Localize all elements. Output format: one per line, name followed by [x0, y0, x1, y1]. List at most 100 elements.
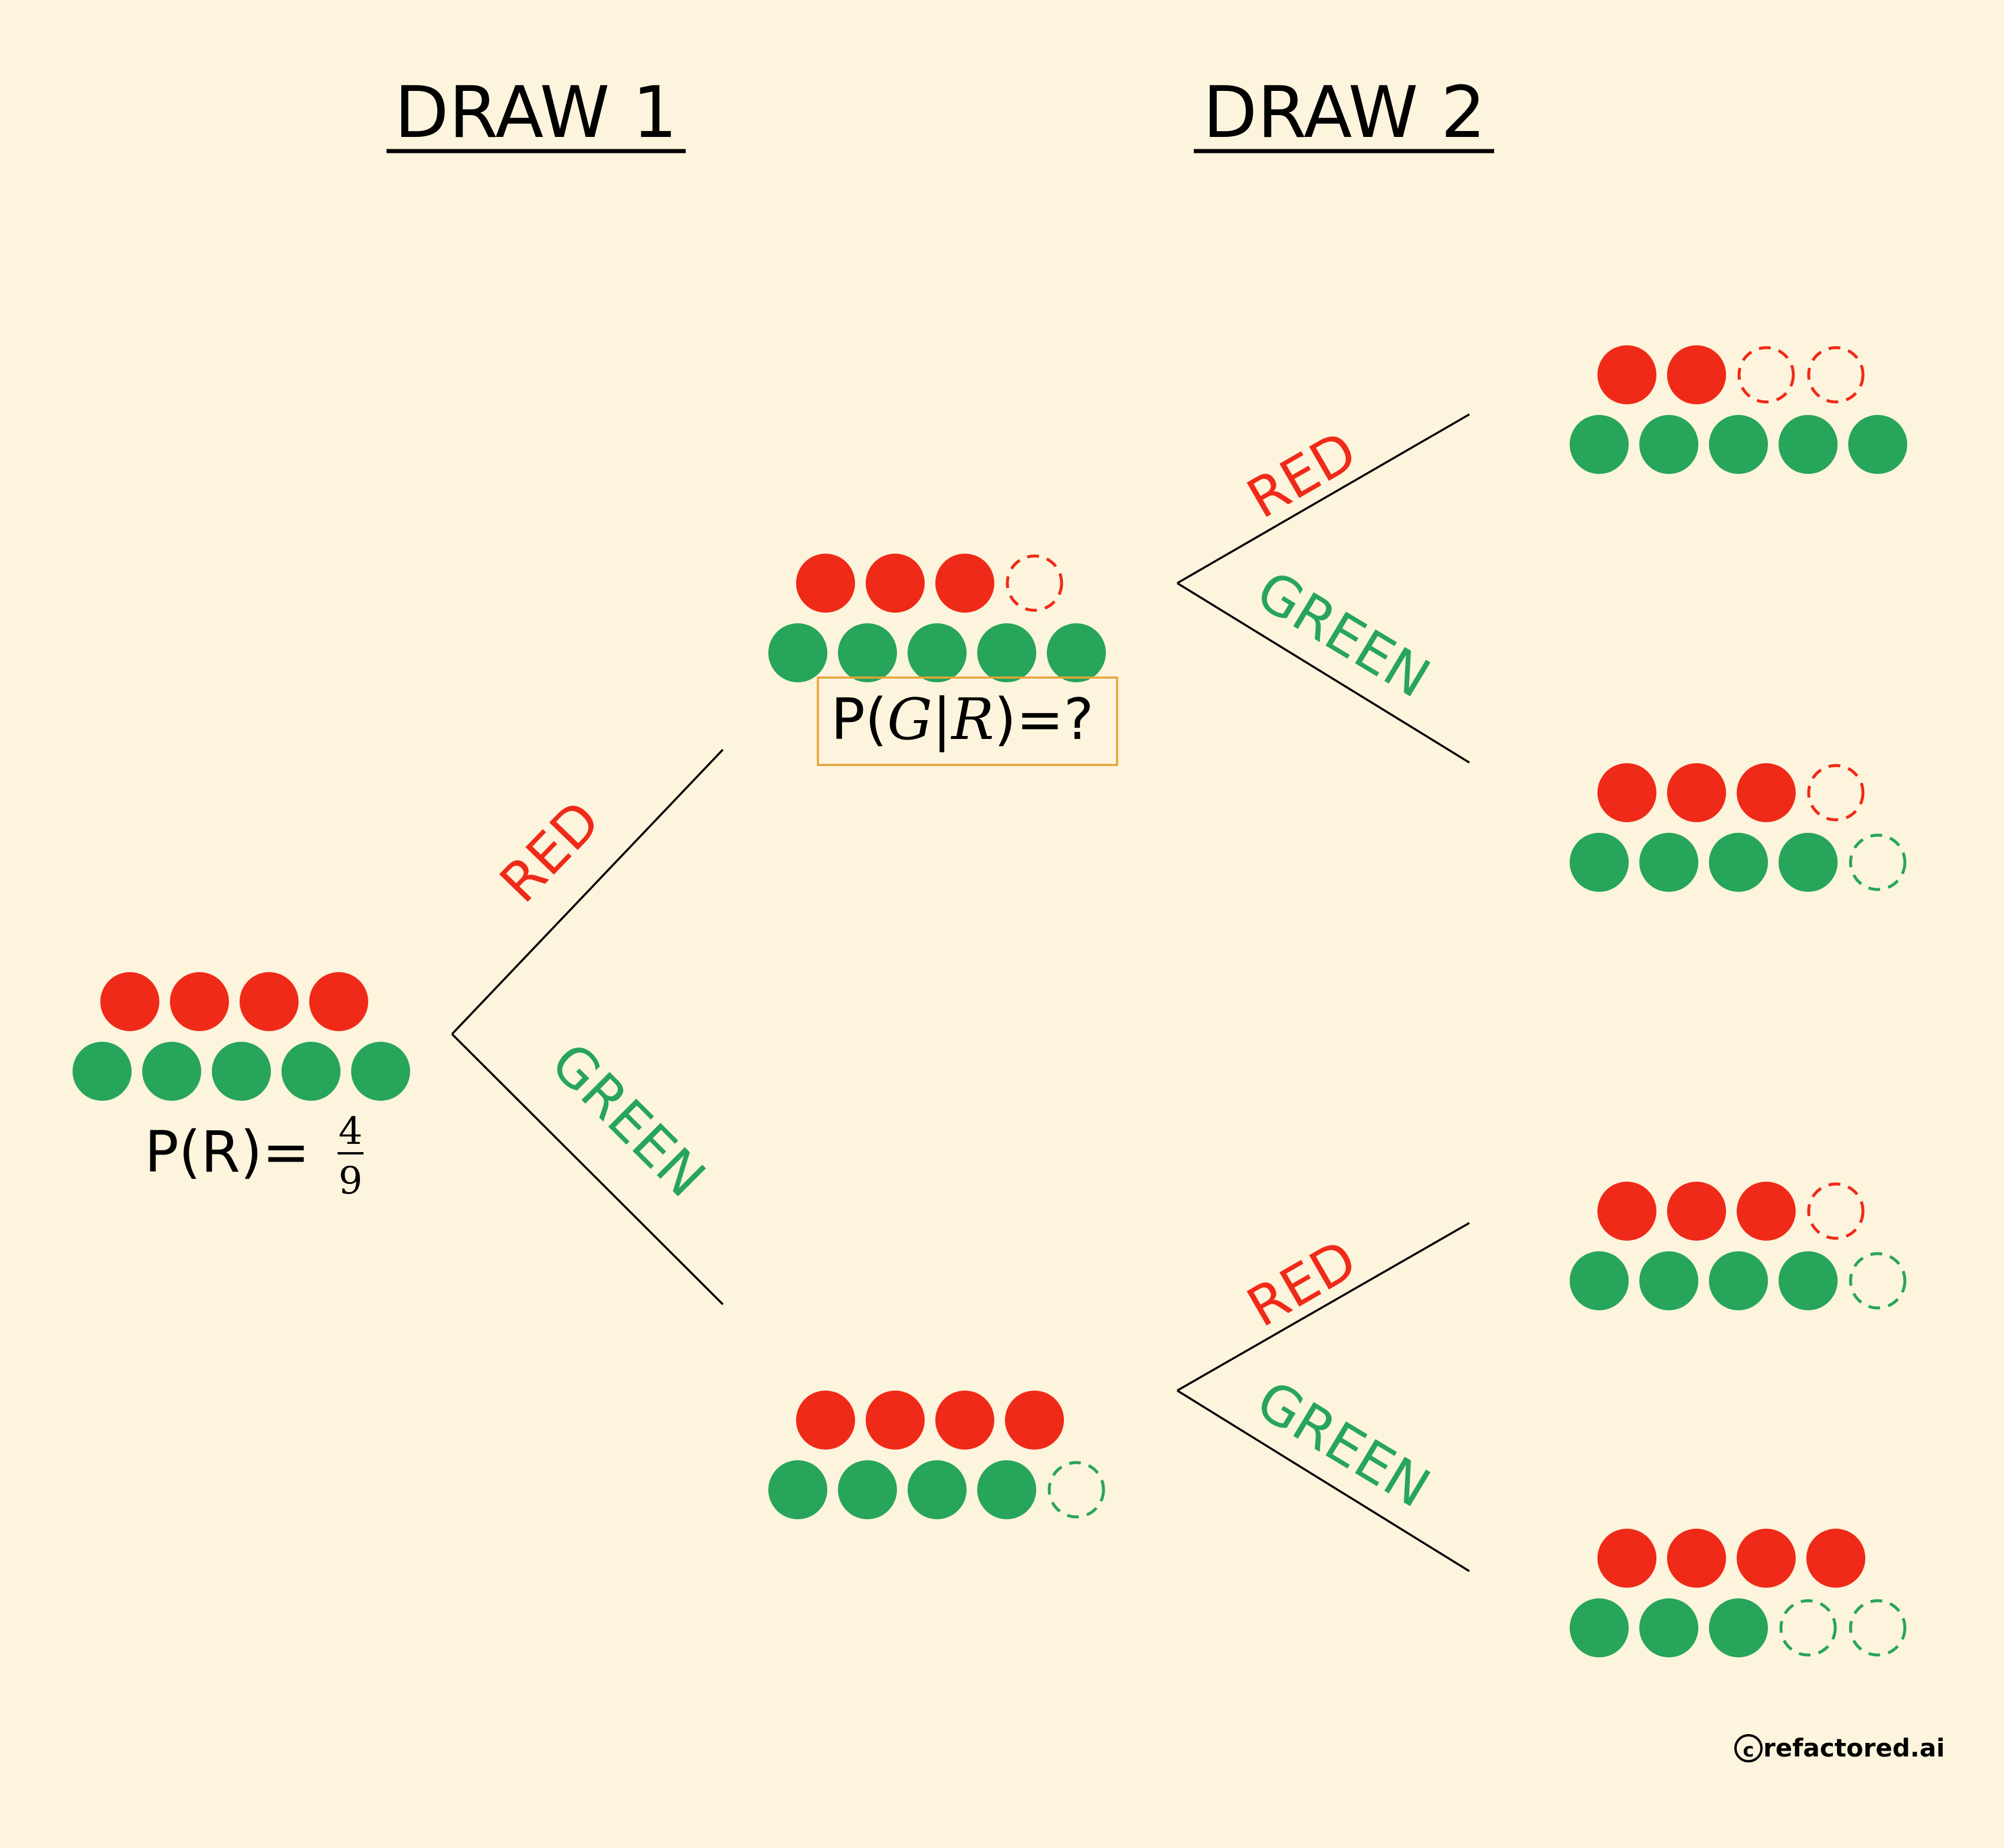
root-probability: P(R)= 4 9 [145, 1110, 364, 1203]
conditional-bar: | [932, 686, 951, 753]
urn-red-red [1570, 345, 1907, 474]
green-ball [1639, 1598, 1698, 1657]
red-ball [1667, 345, 1726, 404]
red-ball [1667, 1529, 1726, 1588]
red-ball [1806, 1529, 1865, 1588]
urn-red-green [1570, 763, 1907, 892]
branch-line-lower-green [1177, 1389, 1470, 1572]
conditional-probability-text: P(G|R)=? [831, 686, 1094, 753]
conditional-close: )=? [994, 686, 1094, 753]
green-ball [73, 1042, 132, 1101]
red-ball [866, 554, 925, 613]
branch-label-draw1-green: GREEN [539, 1031, 717, 1209]
red-ball-removed [1006, 554, 1063, 612]
red-ball [1005, 1391, 1064, 1450]
red-ball [309, 972, 368, 1031]
conditional-g: G [887, 686, 932, 753]
branch-label-upper-red: RED [1237, 419, 1367, 531]
branch-line-upper-red [1177, 413, 1470, 584]
green-ball [908, 623, 967, 682]
green-ball [838, 623, 897, 682]
credit-text: refactored.ai [1763, 1733, 1945, 1762]
branch-label-lower-green: GREEN [1246, 1369, 1440, 1520]
header-draw-1: DRAW 1 [387, 72, 686, 154]
red-ball [1737, 763, 1796, 822]
green-ball [1570, 1598, 1629, 1657]
red-ball-removed [1807, 1182, 1865, 1240]
green-ball [1779, 1251, 1838, 1310]
red-ball [1597, 1529, 1656, 1588]
green-ball [1709, 415, 1768, 474]
header-draw-2-text: DRAW 2 [1203, 72, 1486, 154]
branch-line-draw1-green [451, 1033, 724, 1306]
header-draw-1-text: DRAW 1 [394, 72, 677, 154]
red-ball [1737, 1182, 1796, 1241]
conditional-probability: P(G|R)=? [817, 676, 1118, 766]
branch-lines [451, 413, 1470, 1572]
branch-line-lower-red [1177, 1222, 1470, 1392]
red-ball [935, 554, 994, 613]
urn-green-green [1570, 1529, 1907, 1657]
red-ball [1597, 345, 1656, 404]
branch-label-lower-red: RED [1237, 1228, 1367, 1339]
copyright-symbol: c [1743, 1739, 1754, 1761]
red-ball [1597, 1182, 1656, 1241]
green-ball-removed [1779, 1599, 1837, 1657]
green-ball [1709, 1598, 1768, 1657]
green-ball [908, 1460, 967, 1519]
branch-label-draw1-red: RED [488, 789, 613, 915]
green-ball [838, 1460, 897, 1519]
red-ball [796, 554, 855, 613]
green-ball [351, 1042, 410, 1101]
urn-root [73, 972, 410, 1101]
red-ball-removed [1737, 346, 1795, 404]
urn-after-red [768, 554, 1106, 682]
green-ball-removed [1849, 833, 1907, 891]
red-ball [796, 1391, 855, 1450]
urn-after-green [768, 1391, 1105, 1519]
green-ball [1848, 415, 1907, 474]
green-ball [977, 623, 1036, 682]
green-ball [1570, 833, 1629, 892]
green-ball [1047, 623, 1106, 682]
red-ball [100, 972, 159, 1031]
green-ball [1709, 833, 1768, 892]
header-draw-2: DRAW 2 [1194, 72, 1494, 154]
red-ball-removed [1807, 346, 1865, 404]
red-ball [1667, 763, 1726, 822]
red-ball [935, 1391, 994, 1450]
urn-green-red [1570, 1182, 1907, 1310]
green-ball [768, 623, 827, 682]
conditional-probability-box [817, 676, 1118, 766]
branch-line-upper-green [1177, 582, 1470, 764]
green-ball [1639, 1251, 1698, 1310]
green-ball [768, 1460, 827, 1519]
credit: c refactored.ai [1734, 1733, 1945, 1762]
branch-label-upper-green: GREEN [1246, 559, 1440, 711]
red-ball [1597, 763, 1656, 822]
green-ball [1779, 833, 1838, 892]
green-ball [1639, 833, 1698, 892]
green-ball [142, 1042, 201, 1101]
green-ball-removed [1047, 1461, 1105, 1519]
conditional-r: R [950, 686, 994, 753]
green-ball [1709, 1251, 1768, 1310]
green-ball-removed [1849, 1599, 1907, 1657]
red-ball [1737, 1529, 1796, 1588]
red-ball-removed [1807, 764, 1865, 822]
red-ball [240, 972, 299, 1031]
root-probability-numerator: 4 [339, 1110, 363, 1153]
red-ball [170, 972, 229, 1031]
green-ball [1570, 1251, 1629, 1310]
green-ball [1639, 415, 1698, 474]
green-ball [281, 1042, 340, 1101]
green-ball-removed [1849, 1252, 1907, 1310]
root-probability-denominator: 9 [339, 1159, 363, 1203]
root-probability-prefix: P(R)= [145, 1119, 310, 1185]
green-ball [212, 1042, 271, 1101]
conditional-open: P( [831, 686, 887, 753]
red-ball [1667, 1182, 1726, 1241]
green-ball [1570, 415, 1629, 474]
